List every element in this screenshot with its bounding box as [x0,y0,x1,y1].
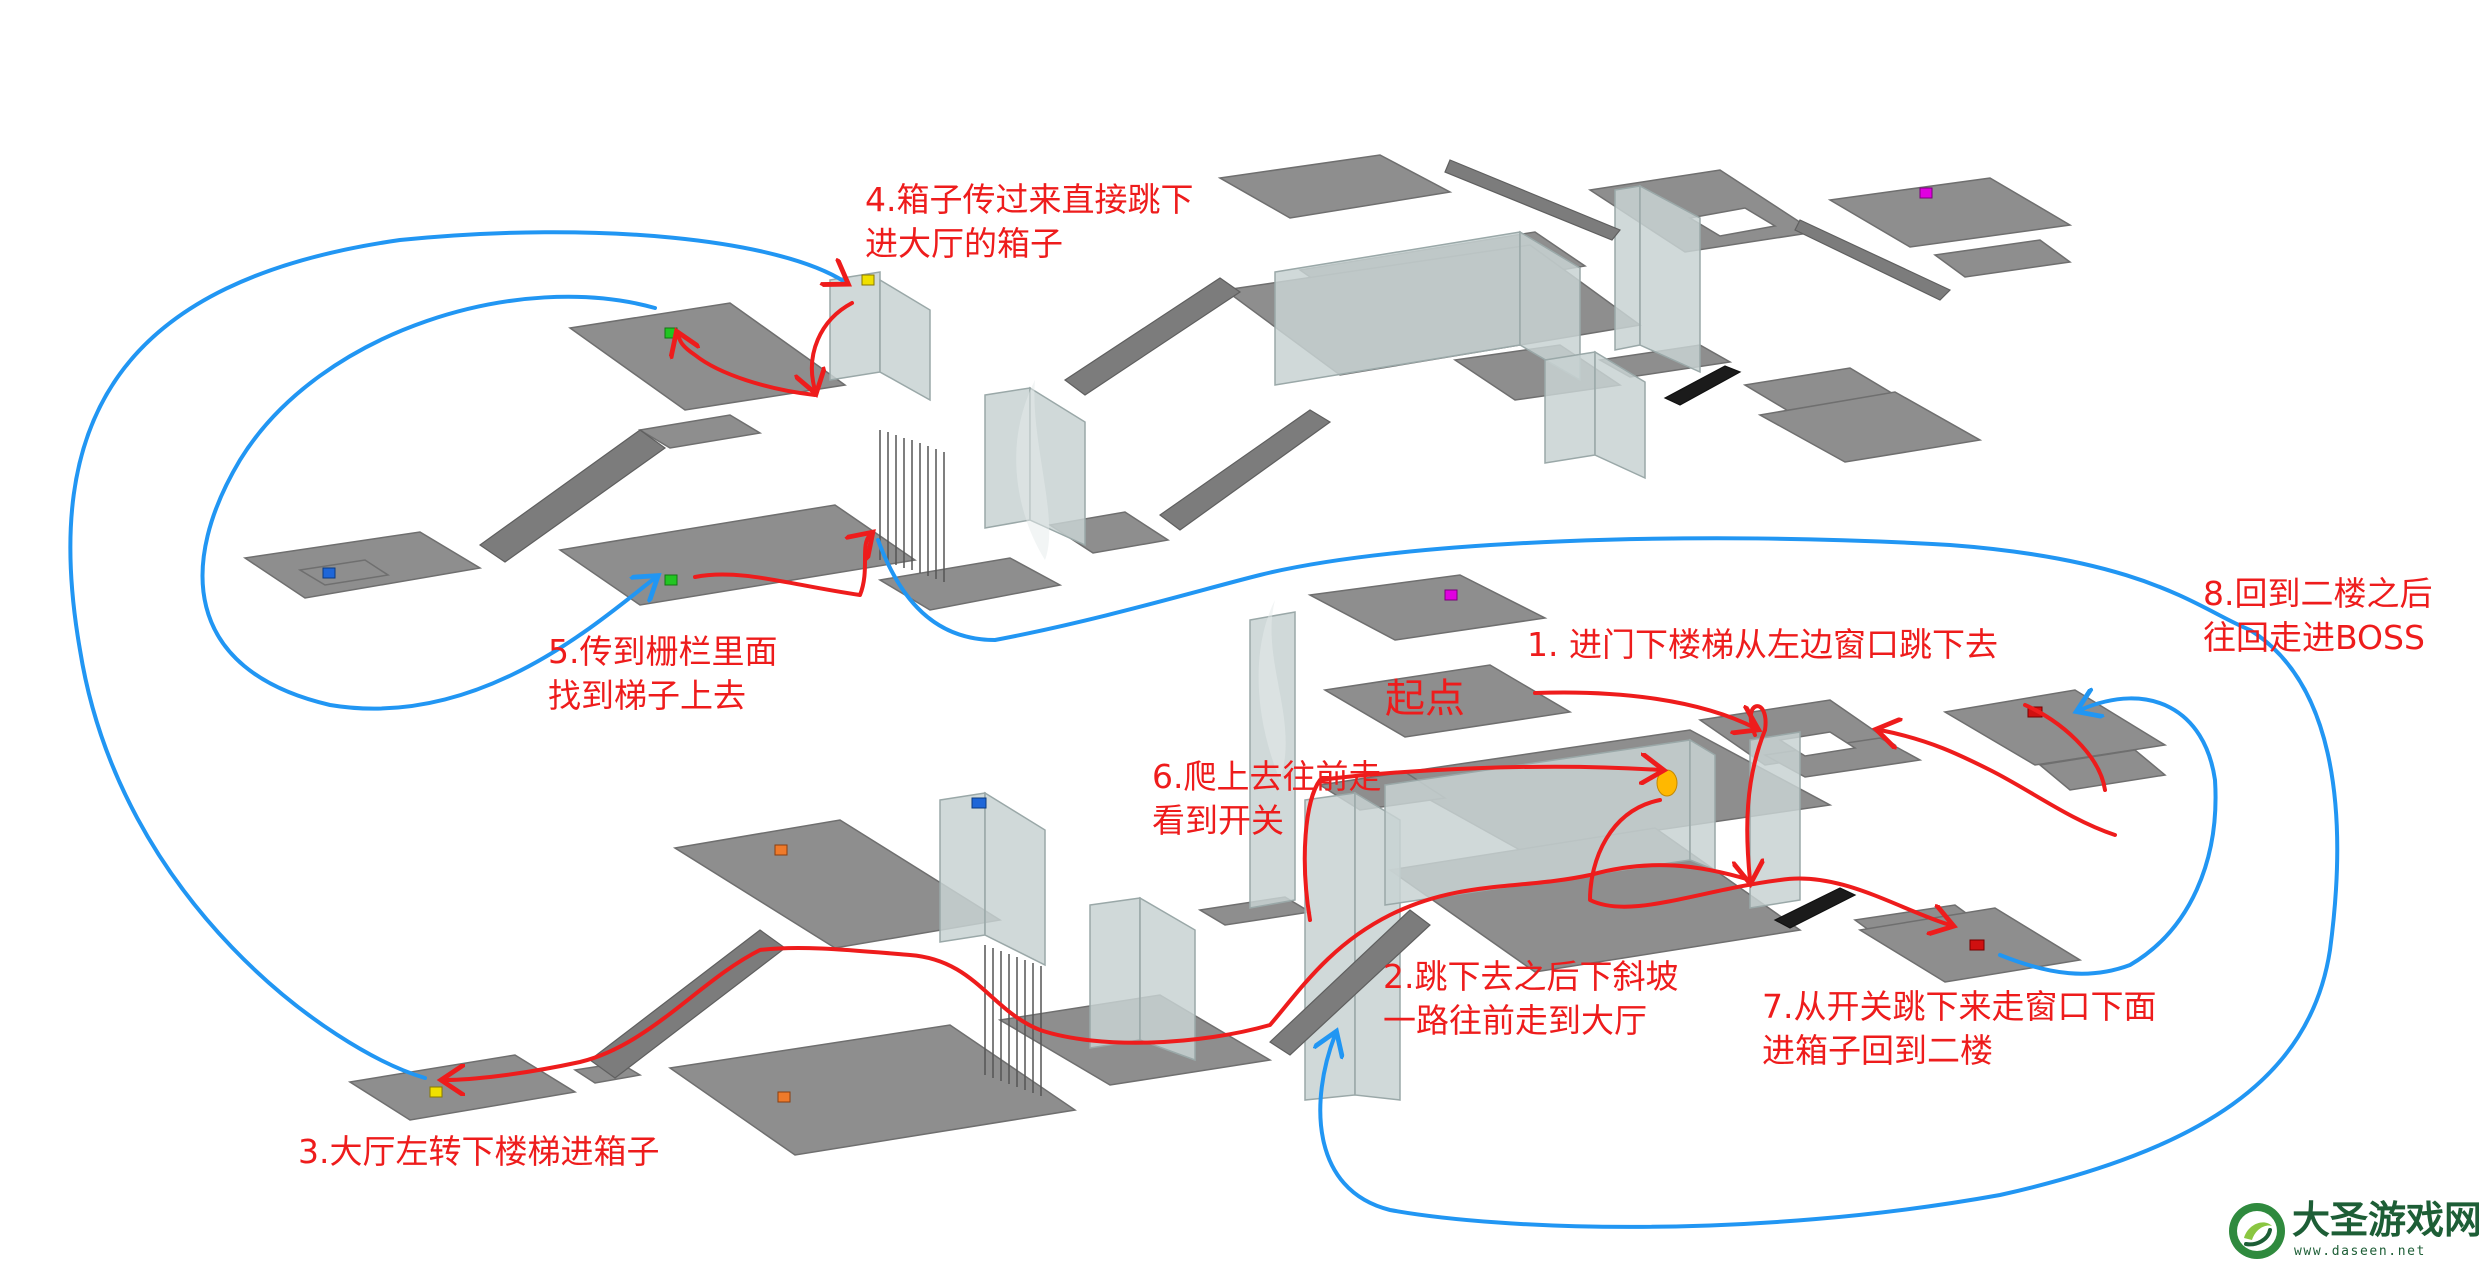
blue-box [323,568,335,578]
label-step8: 8.回到二楼之后 往回走进BOSS [2203,572,2433,660]
orange-box [778,1092,790,1102]
label-step1: 1. 进门下楼梯从左边窗口跳下去 [1527,623,1998,667]
wall [1140,898,1195,1060]
wall [880,280,930,400]
label-step2: 2.跳下去之后下斜坡 一路往前走到大厅 [1383,955,1679,1043]
floor-tile [1220,155,1450,218]
label-step5: 5.传到栅栏里面 找到梯子上去 [548,630,778,718]
red-box [1970,940,1984,950]
label-step3: 3.大厅左转下楼梯进箱子 [298,1130,660,1174]
ramp [1065,278,1240,395]
wall [830,272,880,380]
yellow-box [430,1087,442,1097]
floor-tile [880,558,1060,610]
wall [985,793,1045,965]
logo-title: 大圣游戏网 [2292,1198,2479,1242]
floor-tile [1935,240,2070,277]
orange-box [775,845,787,855]
label-step4: 4.箱子传过来直接跳下 进大厅的箱子 [865,178,1194,266]
wall [1090,898,1140,1048]
green-box [665,575,677,585]
magenta-box [1445,590,1457,600]
watermark-logo: 大圣游戏网 www.daseen.net [2226,1198,2476,1268]
wall [1545,352,1595,463]
green-box [665,328,677,338]
dark-ramp [1665,366,1740,405]
floor-tile [670,1025,1075,1155]
ramp [1445,160,1620,240]
label-start: 起点 [1385,675,1465,723]
logo-icon [2226,1200,2288,1262]
logo-url: www.daseen.net [2294,1244,2426,1259]
wall [1690,740,1715,870]
switch-marker [1657,770,1677,796]
floor-tile [1310,575,1545,640]
ramp [1160,410,1330,530]
magenta-box [1920,188,1932,198]
floor-tile [1830,178,2070,247]
label-step7: 7.从开关跳下来走窗口下面 进箱子回到二楼 [1762,985,2157,1073]
floor-tile [350,1055,575,1120]
wall [940,793,985,942]
yellow-box [862,275,874,285]
wall [1640,186,1700,372]
blue-box [972,798,986,808]
wall [1615,186,1640,350]
label-step6: 6.爬上去往前走 看到开关 [1152,755,1382,843]
